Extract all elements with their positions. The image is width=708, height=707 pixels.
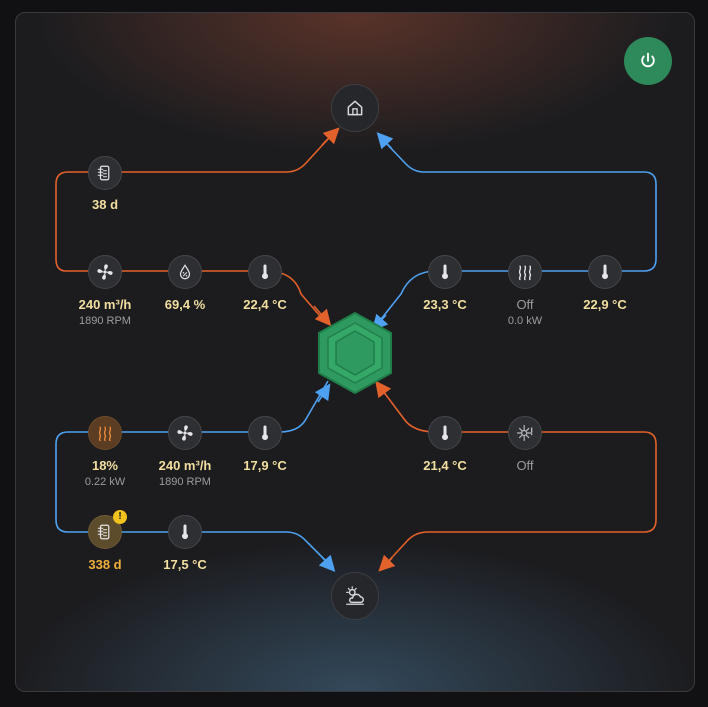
heater-power: 0.0 kW xyxy=(507,315,543,327)
thermometer-icon xyxy=(262,425,268,441)
snowflake-sun-icon xyxy=(516,424,533,442)
outdoor-temp-label: 17,5 °C xyxy=(163,557,207,573)
water-percent-icon xyxy=(179,264,191,280)
fan-icon xyxy=(177,425,193,441)
weather-partly-cloudy-icon xyxy=(346,586,364,605)
supply-fan-flow: 240 m³/h xyxy=(78,297,132,312)
home-icon xyxy=(347,100,363,116)
extract-arrow-exchanger xyxy=(371,313,389,331)
humidity-label: 69,4 % xyxy=(165,297,205,313)
humidity-node[interactable] xyxy=(168,255,202,289)
preheater-percent: 18% xyxy=(91,458,119,473)
outdoor-arrow-exchanger xyxy=(314,383,331,403)
outdoor-node[interactable] xyxy=(331,572,379,620)
thermometer-icon xyxy=(442,264,448,280)
heater-state: Off xyxy=(516,297,534,312)
exhaust-fan-flow: 240 m³/h xyxy=(158,458,212,473)
exhaust-arrow-down xyxy=(378,554,396,572)
preheater-node[interactable] xyxy=(88,416,122,450)
exhaust-temp-value: 21,4 °C xyxy=(423,458,467,473)
air-filter-icon xyxy=(97,165,110,181)
preheater-label: 18% 0.22 kW xyxy=(85,458,125,490)
extract-temp-in-label: 23,3 °C xyxy=(423,297,467,313)
extract-arrow-home xyxy=(376,132,394,150)
supply-fan-label: 240 m³/h 1890 RPM xyxy=(79,297,132,329)
supply-arrow-exchanger xyxy=(313,305,332,327)
supply-fan-rpm: 1890 RPM xyxy=(79,315,131,327)
radiator-icon xyxy=(518,265,532,281)
outdoor-air-temp-label: 17,9 °C xyxy=(243,458,287,474)
exhaust-fan-rpm: 1890 RPM xyxy=(159,476,211,488)
supply-temp-node[interactable] xyxy=(248,255,282,289)
humidity-value: 69,4 % xyxy=(164,297,206,312)
filter-warning-icon: ! xyxy=(113,510,127,524)
heater-label: Off 0.0 kW xyxy=(508,297,542,329)
cooler-node[interactable] xyxy=(508,416,542,450)
exhaust-fan-node[interactable] xyxy=(168,416,202,450)
radiator-icon xyxy=(98,426,112,442)
fan-icon xyxy=(97,264,113,280)
extract-temp-in-node[interactable] xyxy=(428,255,462,289)
exhaust-arrow-exchanger xyxy=(375,380,392,399)
extract-temp-in-value: 23,3 °C xyxy=(423,297,467,312)
airflow-lines xyxy=(55,127,657,572)
exhaust-air-line-bottom xyxy=(379,386,657,566)
thermometer-icon xyxy=(602,264,608,280)
supply-arrow-home xyxy=(321,127,340,146)
outdoor-temp-value: 17,5 °C xyxy=(163,557,207,572)
thermometer-icon xyxy=(182,524,188,540)
supply-filter-node[interactable] xyxy=(88,156,122,190)
cooler-label: Off xyxy=(516,458,533,474)
outdoor-filter-days: 338 d xyxy=(88,557,122,572)
outdoor-arrow-down xyxy=(318,554,336,572)
ventilation-card: 38 d 240 m³/h 1890 RPM 69,4 % 22,4 °C xyxy=(15,12,695,692)
extract-temp-out-label: 22,9 °C xyxy=(583,297,627,313)
supply-fan-node[interactable] xyxy=(88,255,122,289)
cooler-state: Off xyxy=(516,458,534,473)
heat-exchanger-icon[interactable] xyxy=(313,311,397,395)
heater-node[interactable] xyxy=(508,255,542,289)
thermometer-icon xyxy=(262,264,268,280)
air-filter-icon xyxy=(97,524,110,540)
outdoor-temp-node[interactable] xyxy=(168,515,202,549)
supply-filter-days: 38 d xyxy=(91,197,119,212)
preheater-power: 0.22 kW xyxy=(84,476,126,488)
extract-temp-out-value: 22,9 °C xyxy=(583,297,627,312)
extract-temp-out-node[interactable] xyxy=(588,255,622,289)
supply-filter-label: 38 d xyxy=(92,197,118,213)
outdoor-air-line-bottom xyxy=(55,380,331,566)
extract-air-line-top xyxy=(377,140,657,324)
exhaust-temp-label: 21,4 °C xyxy=(423,458,467,474)
outdoor-air-temp-value: 17,9 °C xyxy=(243,458,287,473)
power-icon xyxy=(641,52,655,68)
supply-temp-label: 22,4 °C xyxy=(243,297,287,313)
outdoor-filter-label: 338 d xyxy=(88,557,121,573)
supply-temp-value: 22,4 °C xyxy=(243,297,287,312)
outdoor-filter-node[interactable]: ! xyxy=(88,510,127,549)
home-node[interactable] xyxy=(331,84,379,132)
exhaust-temp-node[interactable] xyxy=(428,416,462,450)
exhaust-fan-label: 240 m³/h 1890 RPM xyxy=(159,458,212,490)
thermometer-icon xyxy=(442,425,448,441)
power-button[interactable] xyxy=(624,37,672,85)
outdoor-air-temp-node[interactable] xyxy=(248,416,282,450)
